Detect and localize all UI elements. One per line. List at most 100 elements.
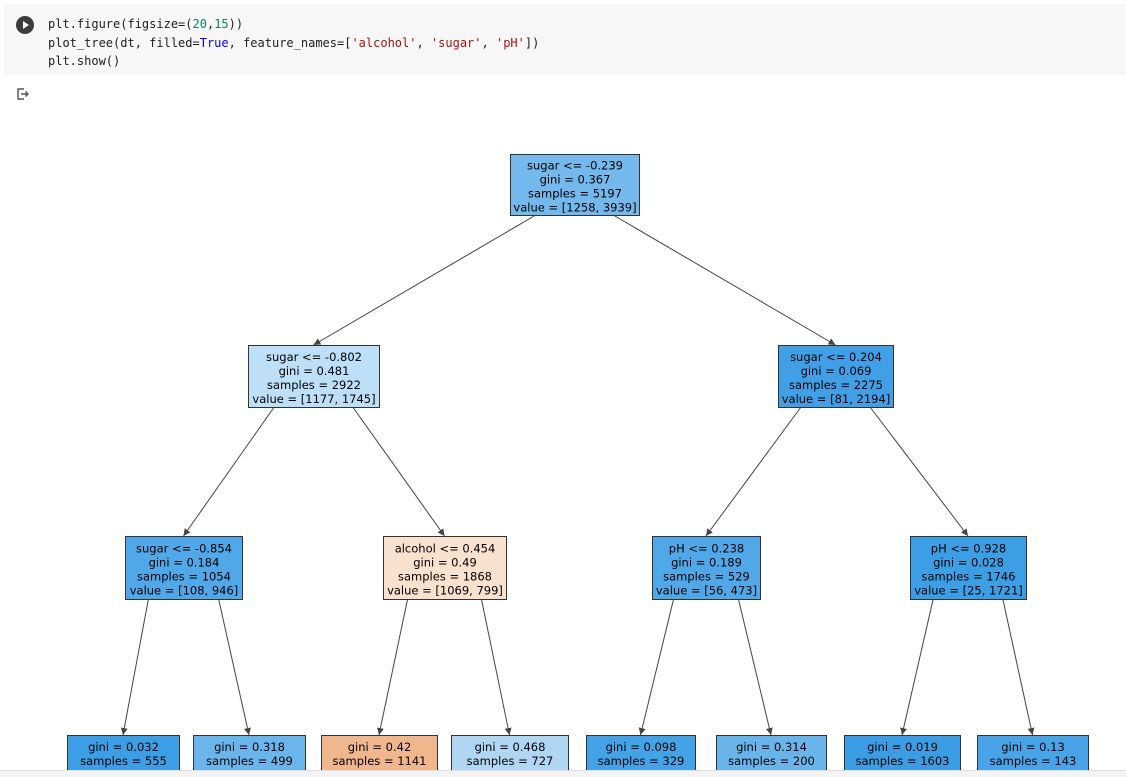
tree-node-text: gini = 0.189 bbox=[671, 556, 742, 570]
code-token: 'sugar' bbox=[430, 35, 482, 50]
tree-node-text: sugar <= -0.239 bbox=[527, 159, 623, 173]
tree-node-text: samples = 5197 bbox=[528, 187, 622, 201]
code-line: plt.show() bbox=[48, 52, 539, 71]
tree-node-text: value = [56, 473] bbox=[656, 584, 757, 598]
tree-node-text: samples = 2275 bbox=[789, 378, 883, 392]
tree-node-text: value = [25, 1721] bbox=[914, 584, 1023, 598]
code-token: 20 bbox=[192, 17, 207, 31]
tree-node-box bbox=[844, 735, 961, 776]
tree-node-box bbox=[193, 735, 306, 776]
code-token: 'alcohol' bbox=[351, 35, 417, 50]
tree-node-text: samples = 143 bbox=[990, 754, 1077, 768]
tree-edge bbox=[377, 598, 409, 736]
tree-node-text: sugar <= -0.854 bbox=[136, 542, 232, 556]
tree-node-text: sugar <= 0.204 bbox=[790, 350, 882, 364]
tree-node-box bbox=[716, 735, 827, 776]
tree-node-text: samples = 1054 bbox=[137, 570, 231, 584]
tree-node-text: samples = 2922 bbox=[267, 378, 361, 392]
tree-node-text: samples = 1141 bbox=[332, 754, 426, 768]
tree-node-text: value = [1177, 1745] bbox=[252, 392, 375, 406]
tree-node-box bbox=[321, 735, 438, 776]
tree-edge bbox=[183, 406, 275, 537]
tree-node-text: value = [81, 2194] bbox=[782, 392, 891, 406]
tree-node-box bbox=[510, 154, 640, 216]
tree-edge bbox=[737, 598, 773, 736]
tree-node-box bbox=[451, 735, 569, 776]
tree-edge bbox=[1002, 598, 1035, 736]
tree-node-text: alcohol <= 0.454 bbox=[395, 542, 496, 556]
code-token: plot_tree(dt, filled= bbox=[48, 35, 200, 50]
tree-edge bbox=[120, 598, 149, 736]
code-token: , bbox=[416, 35, 431, 50]
tree-node-text: samples = 529 bbox=[663, 570, 750, 584]
tree-node-text: sugar <= -0.802 bbox=[266, 350, 362, 364]
code-cell[interactable]: plt.figure(figsize=(20,15))plot_tree(dt,… bbox=[4, 4, 1126, 75]
tree-node-text: gini = 0.019 bbox=[867, 740, 938, 754]
tree-node-text: gini = 0.481 bbox=[279, 364, 350, 378]
tree-node-text: gini = 0.098 bbox=[606, 740, 677, 754]
tree-node-text: samples = 727 bbox=[467, 754, 554, 768]
tree-node-text: pH <= 0.928 bbox=[931, 542, 1006, 556]
tree-node-box bbox=[977, 735, 1089, 776]
code-token: , bbox=[481, 35, 496, 50]
tree-node-text: samples = 555 bbox=[80, 754, 167, 768]
tree-node-text: gini = 0.367 bbox=[540, 173, 611, 187]
tree-node-box bbox=[383, 536, 507, 600]
tree-edge bbox=[313, 214, 537, 346]
tree-node-text: samples = 200 bbox=[728, 754, 815, 768]
tree-node-box bbox=[778, 345, 894, 408]
tree-edge bbox=[352, 406, 445, 537]
code-line: plt.figure(figsize=(20,15)) bbox=[48, 15, 539, 34]
tree-node-box bbox=[586, 735, 696, 776]
code-token: , bbox=[206, 17, 215, 31]
tree-edge bbox=[638, 598, 675, 736]
tree-node-text: gini = 0.468 bbox=[475, 740, 546, 754]
code-token: ]) bbox=[524, 35, 540, 50]
tree-node-box bbox=[248, 345, 380, 408]
tree-node-text: gini = 0.42 bbox=[348, 740, 412, 754]
tree-node-text: samples = 499 bbox=[206, 754, 293, 768]
code-token: )) bbox=[228, 17, 244, 31]
tree-node-box bbox=[652, 536, 761, 600]
tree-edge bbox=[480, 598, 512, 736]
tree-node-text: gini = 0.314 bbox=[736, 740, 807, 754]
code-line: plot_tree(dt, filled=True, feature_names… bbox=[48, 34, 539, 53]
tree-node-text: samples = 1746 bbox=[921, 570, 1015, 584]
tree-node-text: samples = 1868 bbox=[398, 570, 492, 584]
tree-node-box bbox=[125, 536, 243, 600]
tree-node-box bbox=[910, 536, 1027, 600]
tree-edge bbox=[900, 598, 934, 736]
tree-node-box bbox=[67, 735, 180, 776]
tree-node-text: gini = 0.184 bbox=[149, 556, 220, 570]
tree-node-text: gini = 0.032 bbox=[88, 740, 159, 754]
tree-edge bbox=[869, 406, 969, 537]
tree-node-text: gini = 0.318 bbox=[214, 740, 285, 754]
tree-edge bbox=[705, 406, 802, 537]
tree-edge bbox=[612, 214, 836, 346]
tree-node-text: value = [108, 946] bbox=[130, 584, 239, 598]
code-token: , feature_names=[ bbox=[228, 35, 352, 50]
tree-edge bbox=[218, 598, 251, 736]
tree-node-text: gini = 0.49 bbox=[413, 556, 477, 570]
tree-node-text: value = [1258, 3939] bbox=[513, 201, 636, 215]
run-cell-button[interactable] bbox=[16, 16, 34, 34]
tree-node-text: samples = 329 bbox=[598, 754, 685, 768]
code-token: True bbox=[199, 35, 229, 50]
code-editor[interactable]: plt.figure(figsize=(20,15))plot_tree(dt,… bbox=[48, 15, 539, 71]
scroll-edge bbox=[0, 770, 1126, 777]
code-token: 15 bbox=[214, 17, 229, 31]
code-token: plt.figure(figsize=( bbox=[48, 17, 193, 31]
tree-node-text: gini = 0.13 bbox=[1001, 740, 1065, 754]
tree-node-text: samples = 1603 bbox=[855, 754, 949, 768]
tree-node-text: pH <= 0.238 bbox=[669, 542, 744, 556]
